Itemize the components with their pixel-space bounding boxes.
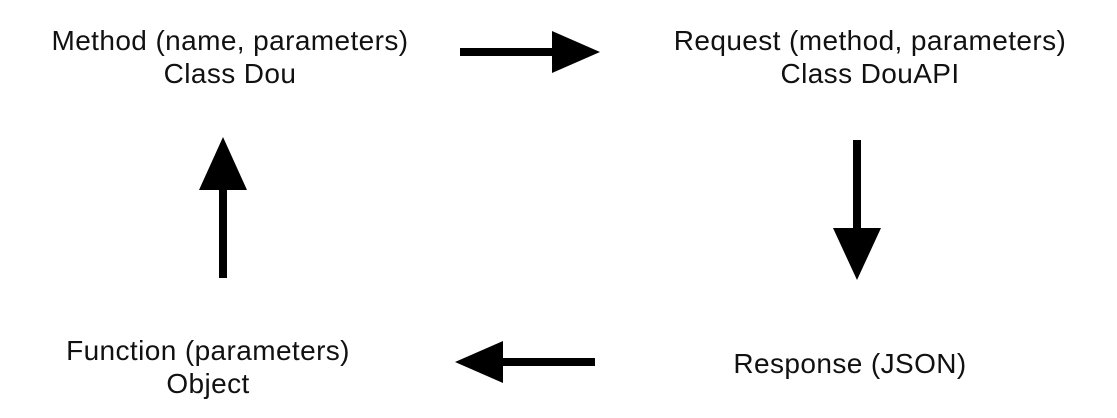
node-method-line1: Method (name, parameters) [51, 25, 409, 56]
node-request-line2: Class DouAPI [780, 58, 960, 89]
node-function-line1: Function (parameters) [66, 335, 350, 366]
node-method-class-dou: Method (name, parameters) Class Dou [0, 24, 460, 90]
node-response-json: Response (JSON) [640, 347, 1060, 380]
node-request-class-douapi: Request (method, parameters) Class DouAP… [640, 24, 1100, 90]
arrow-down-icon [833, 140, 881, 280]
node-method-line2: Class Dou [163, 58, 297, 89]
node-function-line2: Object [166, 368, 250, 399]
node-response-line1: Response (JSON) [733, 348, 967, 379]
arrow-right-icon [460, 31, 600, 73]
arrow-left-icon [455, 341, 595, 383]
arrow-up-icon [199, 137, 247, 278]
node-request-line1: Request (method, parameters) [673, 25, 1067, 56]
node-function-object: Function (parameters) Object [0, 334, 416, 400]
